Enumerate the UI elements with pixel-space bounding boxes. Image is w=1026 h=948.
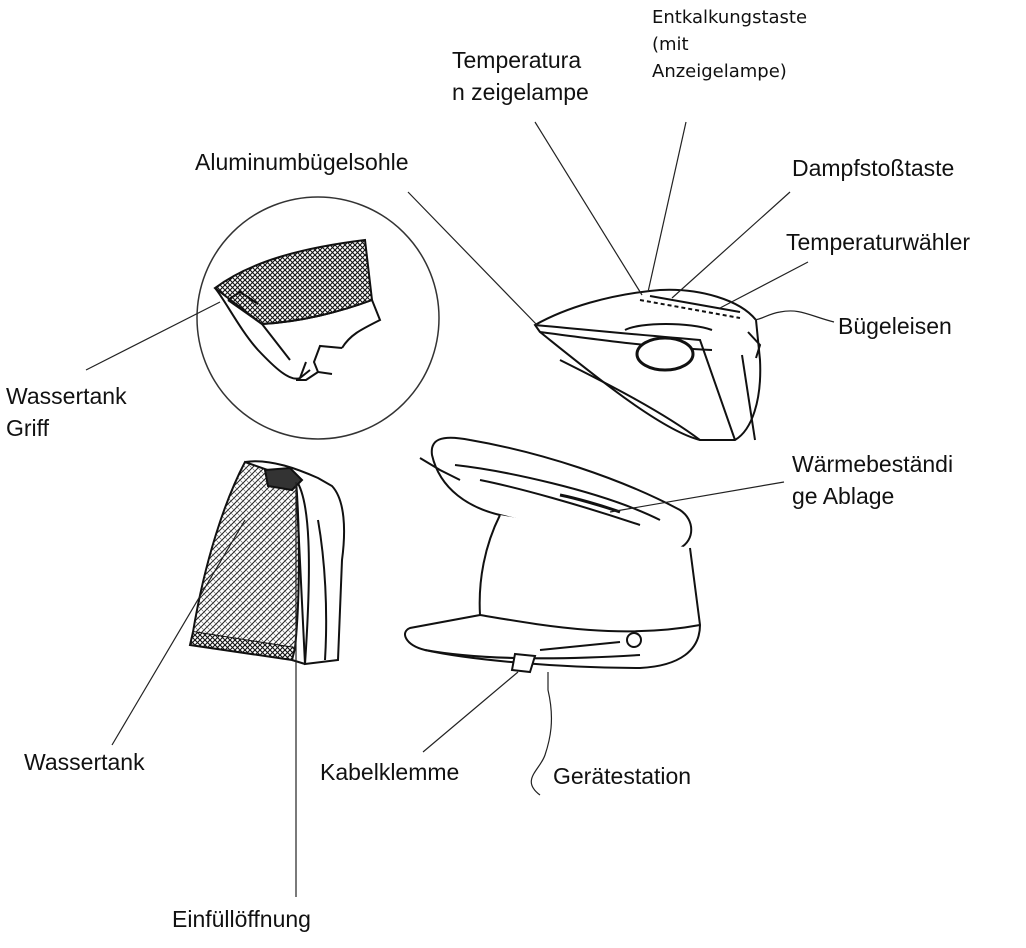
label-kabelklemme: Kabelklemme (320, 756, 459, 788)
label-aluminumbuegelsohle: Aluminumbügelsohle (195, 146, 409, 178)
label-entkalkung-line-1: Entkalkungstaste (652, 4, 807, 31)
label-ablage-line-2: ge Ablage (792, 480, 953, 512)
label-temperaturwaehler: Temperaturwähler (786, 226, 970, 258)
label-wassertank-griff-line-1: Wassertank (6, 380, 127, 412)
leader-geraetestation (531, 672, 551, 795)
label-temperaturanzeige-line-2: n zeigelampe (452, 76, 589, 108)
label-temperaturanzeige: Temperatura n zeigelampe (452, 44, 589, 108)
leader-dampfstoss (672, 192, 790, 298)
leader-wassertank-griff (86, 302, 220, 370)
label-waermebestaendige-ablage: Wärmebeständi ge Ablage (792, 448, 953, 512)
iron (535, 290, 760, 440)
label-entkalkungstaste: Entkalkungstaste (mit Anzeigelampe) (652, 4, 807, 85)
leader-kabelklemme (423, 672, 518, 752)
label-wassertank: Wassertank (24, 746, 145, 778)
leader-entkalkung (648, 122, 686, 292)
label-geraetestation: Gerätestation (553, 760, 691, 792)
label-buegeleisen: Bügeleisen (838, 310, 952, 342)
label-ablage-line-1: Wärmebeständi (792, 448, 953, 480)
label-temperaturanzeige-line-1: Temperatura (452, 44, 589, 76)
leader-temperaturwaehler (720, 262, 808, 308)
water-tank (190, 461, 344, 664)
label-wassertank-griff-line-2: Griff (6, 412, 127, 444)
label-wassertank-griff: Wassertank Griff (6, 380, 127, 444)
leader-buegeleisen (755, 311, 834, 322)
base-station (405, 438, 700, 672)
leader-aluminium (408, 192, 538, 326)
label-entkalkung-line-3: Anzeigelampe) (652, 58, 807, 85)
handle-detail-circle (197, 197, 439, 439)
leader-lines (86, 122, 834, 897)
label-dampfstosstaste: Dampfstoßtaste (792, 152, 954, 184)
label-einfuelloeffnung: Einfüllöffnung (172, 903, 311, 935)
leader-temperaturanzeige (535, 122, 642, 295)
label-entkalkung-line-2: (mit (652, 31, 807, 58)
